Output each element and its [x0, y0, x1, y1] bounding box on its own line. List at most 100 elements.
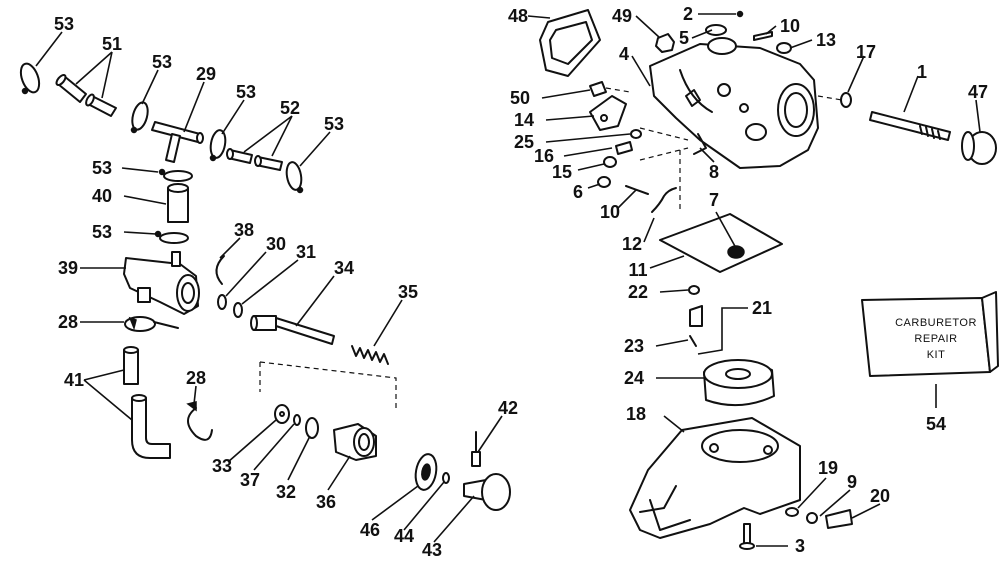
- clip-28-lower: [186, 401, 213, 441]
- hose-41-elbow: [131, 394, 171, 459]
- callout-12: 12: [622, 234, 642, 254]
- callout-24: 24: [624, 368, 644, 388]
- float-bowl-18: [629, 417, 801, 539]
- callout-9: 9: [847, 472, 857, 492]
- pin-23: [689, 335, 697, 347]
- pin-10-lower: [625, 185, 649, 195]
- kit-label-line1: CARBURETOR: [895, 317, 977, 329]
- callout-3: 3: [795, 536, 805, 556]
- callout-32: 32: [276, 482, 296, 502]
- callout-50: 50: [510, 88, 530, 108]
- clip-53-third: [209, 129, 227, 162]
- callout-17: 17: [856, 42, 876, 62]
- callout-1: 1: [917, 62, 927, 82]
- screw-3: [739, 523, 755, 550]
- callout-20: 20: [870, 486, 890, 506]
- callout-2: 2: [683, 4, 693, 24]
- callout-11: 11: [628, 260, 647, 280]
- o-ring-30: [217, 294, 227, 310]
- callout-28: 28: [58, 312, 78, 332]
- callout-21: 21: [752, 298, 772, 318]
- float-24: [703, 359, 775, 407]
- callout-37: 37: [240, 470, 260, 490]
- o-ring-32: [305, 417, 319, 439]
- screw-50: [589, 81, 607, 97]
- knob-47: [961, 131, 997, 165]
- o-ring-44: [442, 472, 450, 484]
- callout-labels: 53 51 53 29 53 52 53 53 40 53 39 38 30 3…: [54, 4, 988, 560]
- callout-14: 14: [514, 110, 534, 130]
- button-43: [463, 473, 511, 511]
- spring-35: [351, 345, 389, 365]
- callout-29: 29: [196, 64, 216, 84]
- callout-31: 31: [296, 242, 316, 262]
- callout-43: 43: [422, 540, 442, 560]
- callout-28: 28: [186, 368, 206, 388]
- ball-2: [736, 10, 744, 18]
- tee-fitting-29: [151, 121, 204, 163]
- callout-33: 33: [212, 456, 232, 476]
- callout-38: 38: [234, 220, 254, 240]
- plug-5: [705, 24, 727, 36]
- callout-40: 40: [92, 186, 112, 206]
- tube-40: [167, 183, 189, 223]
- callout-15: 15: [552, 162, 572, 182]
- hose-51-left: [55, 74, 87, 103]
- callout-52: 52: [280, 98, 300, 118]
- callout-53: 53: [54, 14, 74, 34]
- callout-54: 54: [926, 414, 946, 434]
- dashed-assembly-box: [259, 361, 397, 408]
- callout-8: 8: [709, 162, 719, 182]
- callout-46: 46: [360, 520, 380, 540]
- callout-7: 7: [709, 190, 719, 210]
- dashed-guide-right: [605, 87, 843, 210]
- hose-52-right: [254, 155, 283, 171]
- callout-5: 5: [679, 28, 689, 48]
- clip-53-top-left: [19, 62, 41, 95]
- callout-42: 42: [498, 398, 518, 418]
- callout-53: 53: [92, 158, 112, 178]
- callout-53: 53: [324, 114, 344, 134]
- washer-9: [806, 512, 818, 524]
- callout-19: 19: [818, 458, 838, 478]
- hose-52-left: [226, 148, 253, 164]
- callout-4: 4: [619, 44, 629, 64]
- callout-6: 6: [573, 182, 583, 202]
- callout-47: 47: [968, 82, 988, 102]
- bracket-14: [589, 95, 627, 131]
- washer-22: [688, 285, 700, 295]
- callout-18: 18: [626, 404, 646, 424]
- callout-53: 53: [236, 82, 256, 102]
- hose-51-right: [85, 93, 117, 117]
- spring-clip-12: [651, 187, 677, 213]
- repair-kit-box: CARBURETOR REPAIR KIT: [861, 291, 999, 408]
- washer-33: [274, 404, 290, 424]
- carburetor-body: [649, 37, 819, 169]
- hose-41-straight: [123, 346, 139, 385]
- callout-49: 49: [612, 6, 632, 26]
- nut-13: [776, 42, 792, 54]
- plunger-34: [250, 315, 335, 345]
- leader-lines: [35, 13, 981, 547]
- callout-23: 23: [624, 336, 644, 356]
- intake-housing-39: [123, 251, 200, 315]
- pin-10-upper: [753, 31, 773, 41]
- nut-15: [603, 156, 617, 168]
- callout-39: 39: [58, 258, 78, 278]
- fitting-36: [333, 423, 377, 461]
- callout-10: 10: [600, 202, 620, 222]
- kit-label-line2: REPAIR: [914, 333, 957, 345]
- screw-42: [471, 431, 481, 467]
- needle-seat-21: [689, 305, 703, 327]
- screw-19: [785, 507, 799, 517]
- clip-53-fourth: [285, 161, 304, 194]
- diaphragm-46: [414, 453, 438, 491]
- o-ring-37: [293, 414, 301, 426]
- o-ring-31: [233, 302, 243, 318]
- clip-53-sixth: [154, 230, 189, 244]
- fitting-20: [825, 509, 853, 529]
- callout-16: 16: [534, 146, 554, 166]
- clip-28-upper: [124, 316, 179, 332]
- callout-36: 36: [316, 492, 336, 512]
